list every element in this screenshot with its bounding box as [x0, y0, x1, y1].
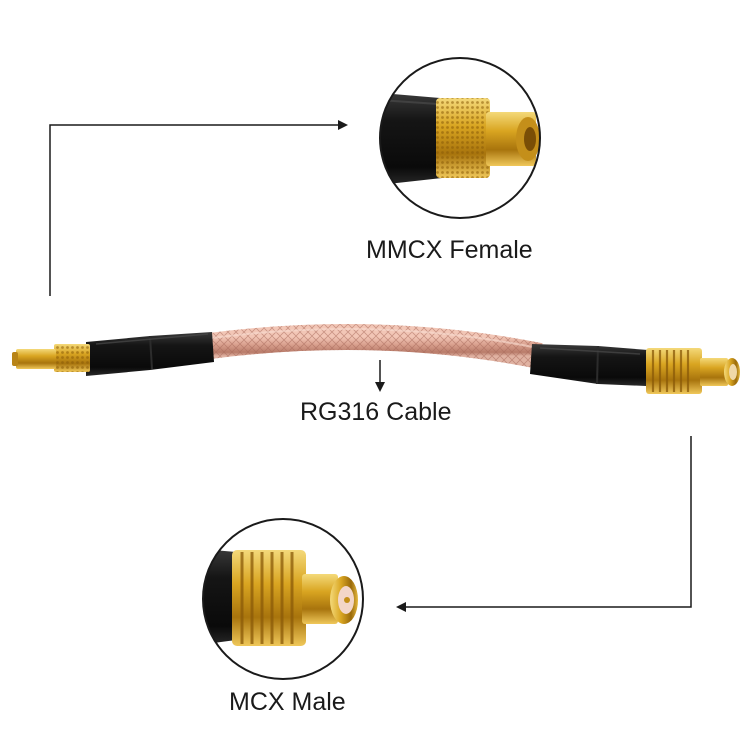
cable-assembly	[12, 324, 740, 394]
arrow-left-icon	[396, 602, 406, 612]
callout-line-top	[49, 124, 340, 296]
mcx-male-label: MCX Male	[229, 688, 346, 716]
right-mcx-connector	[646, 348, 740, 394]
mmcx-female-label: MMCX Female	[366, 236, 533, 264]
left-heatshrink	[86, 332, 214, 376]
mcx-male-zoom	[202, 518, 364, 680]
mmcx-female-zoom	[379, 57, 541, 219]
arrow-down-icon	[375, 382, 385, 392]
rg316-cable-label: RG316 Cable	[300, 398, 452, 426]
callout-line-bottom	[404, 436, 692, 608]
arrow-right-icon	[338, 120, 348, 130]
left-mmcx-connector	[12, 344, 90, 372]
right-heatshrink	[530, 344, 648, 386]
